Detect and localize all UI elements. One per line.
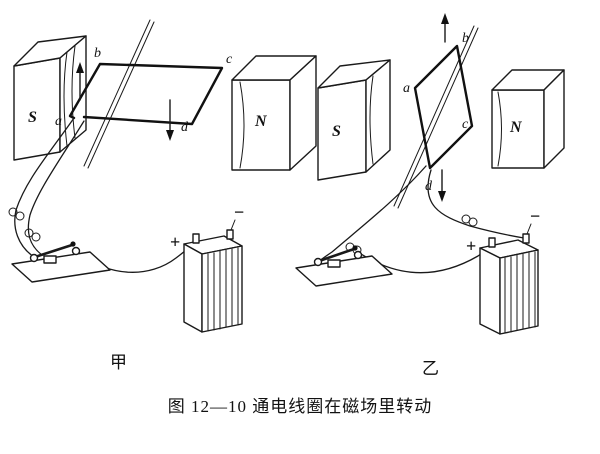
apparatus-yi: S N b a c d [295, 13, 565, 378]
switch-base [295, 255, 393, 287]
battery-stripes [504, 251, 536, 334]
coil-loop: b a c d [403, 31, 474, 194]
pole-curve [71, 45, 76, 139]
coil-corner-a: a [403, 81, 410, 96]
magnet-n: N [231, 55, 317, 171]
rotation-axis-line [83, 19, 151, 167]
magnet-s: S [317, 59, 391, 181]
battery-minus-label: − [530, 206, 540, 226]
pole-curve [369, 75, 374, 165]
pole-curve [239, 81, 245, 169]
switch-knob [352, 245, 358, 251]
magnet-s-label: S [28, 109, 37, 126]
battery-front-face [499, 249, 539, 335]
apparatus-jia-label: 甲 [110, 353, 127, 372]
switch-knob [70, 241, 76, 247]
switch-post-left [313, 257, 323, 267]
coil-corner-a: a [55, 114, 62, 129]
battery-stripes [207, 247, 239, 332]
apparatus-jia: S N b c a d [8, 19, 317, 372]
battery-left-face [183, 243, 203, 333]
rotation-axis-line-2 [397, 27, 479, 209]
magnet-n-side-face [289, 55, 317, 171]
switch-lever [320, 247, 356, 262]
force-arrow-down [166, 99, 174, 141]
switch-lever [36, 243, 74, 258]
coil-corner-c: c [226, 52, 233, 67]
apparatus-yi-label: 乙 [422, 359, 439, 378]
wire-coil [31, 232, 41, 242]
coil-wire [68, 62, 224, 126]
magnet-s: S [13, 35, 87, 161]
force-arrow-up [76, 62, 84, 101]
battery-terminal-minus [226, 229, 234, 240]
switch [295, 245, 393, 287]
switch [11, 241, 111, 283]
figure-caption: 图 12—10 通电线圈在磁场里转动 [168, 397, 433, 416]
switch-block [327, 259, 341, 268]
coil-corner-d: d [425, 179, 433, 194]
pole-curve [497, 91, 502, 167]
magnet-n-label: N [254, 113, 268, 130]
battery-plus-label: + [170, 232, 180, 252]
switch-post-right [353, 250, 363, 260]
switch-post-right [71, 246, 81, 256]
coil-loop: b c a d [55, 46, 233, 135]
coil-corner-b: b [462, 31, 469, 46]
coil-corner-d: d [181, 120, 189, 135]
switch-post-left [29, 253, 39, 263]
battery-plus-label: + [466, 236, 476, 256]
battery-minus-label: − [234, 202, 244, 222]
wire-coil [15, 211, 25, 221]
pole-curve [63, 51, 68, 147]
coil-corner-c: c [462, 117, 469, 132]
minus-lead [526, 223, 532, 235]
magnet-s-label: S [332, 123, 341, 140]
force-arrow-down [438, 169, 446, 202]
magnet-s-front-face [317, 79, 367, 181]
magnet-s-front-face [13, 57, 61, 161]
magnet-n-label: N [509, 119, 523, 136]
battery: + − [466, 206, 540, 335]
battery-terminal-plus [192, 233, 200, 244]
force-arrow-up [441, 13, 449, 43]
minus-lead [230, 219, 236, 231]
battery-terminal-minus [522, 233, 530, 244]
magnet-n: N [491, 69, 565, 169]
switch-base [11, 251, 111, 283]
battery-terminal-plus [488, 237, 496, 248]
battery-left-face [479, 247, 501, 335]
wire-coil [24, 228, 34, 238]
wire-coil [8, 207, 18, 217]
magnet-n-side-face [543, 69, 565, 169]
rotation-axis-line [393, 25, 475, 207]
coil-wire [413, 44, 474, 170]
magnet-s-pole-face [365, 59, 391, 173]
wire-coil [468, 217, 478, 227]
rotation-axis-line-2 [87, 21, 155, 169]
battery: + − [170, 202, 244, 333]
switch-block [43, 255, 57, 264]
coil-corner-b: b [94, 46, 101, 61]
